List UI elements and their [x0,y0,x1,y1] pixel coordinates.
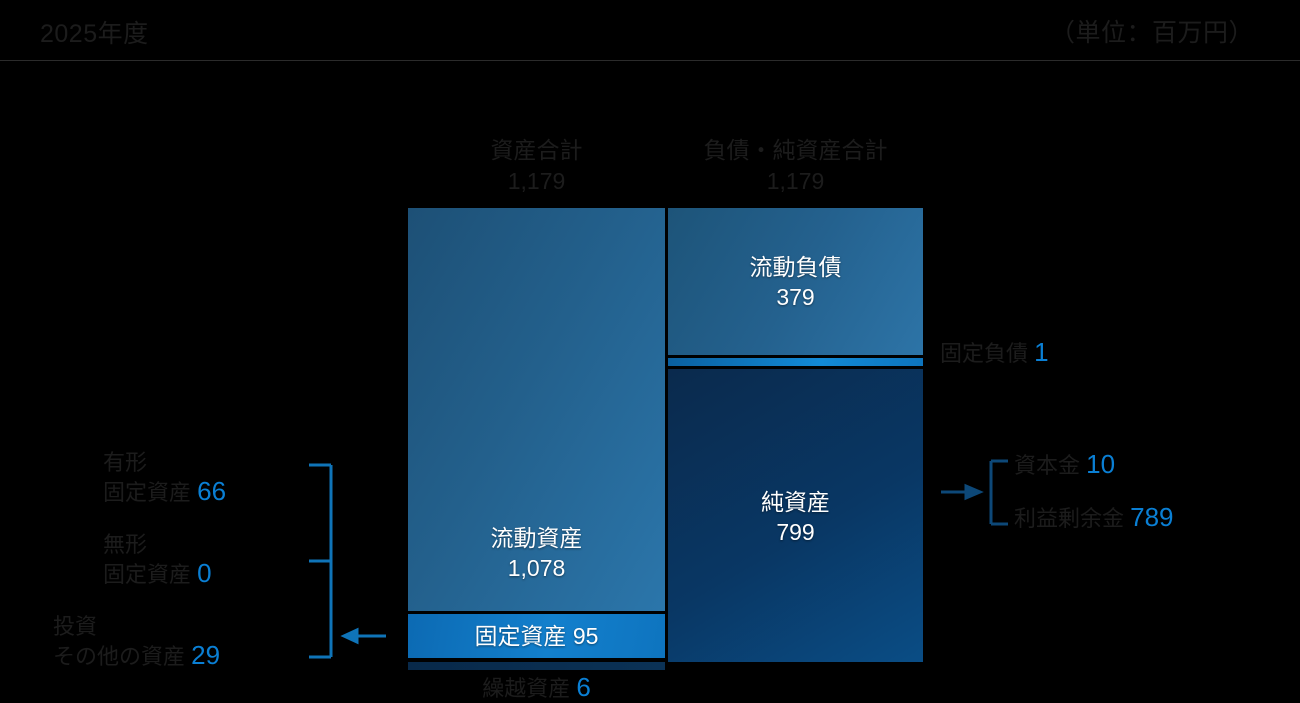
net-assets-value: 799 [776,519,815,545]
right-arrow-icon [941,483,984,501]
retained-earnings-value: 789 [1130,502,1174,532]
segment-deferred-assets[interactable] [408,662,665,670]
unit-note-label: （単位：百万円） [1049,19,1254,47]
fixed-liabilities-label: 固定負債 [940,341,1029,366]
right-bracket-icon [989,459,1008,526]
tangible-fixed-assets-value: 66 [197,476,227,506]
segment-current-liabilities[interactable]: 流動負債 379 [668,208,923,355]
liabilities-equity-total-title: 負債・純資産合計 [703,137,888,163]
deferred-assets-value: 6 [576,672,591,702]
left-bracket-icon [309,463,333,659]
investments-other-assets-value: 29 [191,640,221,670]
liabilities-equity-total-value: 1,179 [766,168,825,194]
page-header: 2025年度 （単位：百万円） [0,0,1300,61]
annotation-retained-earnings: 利益剰余金 789 [1014,503,1174,533]
liabilities-equity-column-heading: 負債・純資産合計 1,179 [668,135,923,197]
segment-fixed-assets[interactable]: 固定資産 95 [408,614,665,658]
segment-fixed-liabilities[interactable] [668,358,923,366]
capital-stock-label: 資本金 [1014,453,1081,478]
annotation-investments-other-assets: 投資 その他の資産 29 [53,612,303,671]
capital-stock-value: 10 [1086,449,1116,479]
annotation-tangible-fixed-assets: 有形 固定資産 66 [103,448,303,507]
current-assets-value: 1,078 [507,555,566,581]
assets-column-heading: 資産合計 1,179 [408,135,665,197]
retained-earnings-label: 利益剰余金 [1014,506,1125,531]
annotation-deferred-assets: 繰越資産 6 [408,673,665,703]
intangible-fixed-assets-line1: 無形 [103,532,148,557]
fiscal-year-label: 2025年度 [40,20,149,48]
segment-current-assets[interactable]: 流動資産 1,078 [408,208,665,611]
current-liabilities-value: 379 [776,284,815,310]
intangible-fixed-assets-line2: 固定資産 [103,562,192,587]
current-assets-labels: 流動資産 1,078 [408,523,665,583]
tangible-fixed-assets-line1: 有形 [103,450,148,475]
investments-other-assets-line1: 投資 [53,614,98,639]
intangible-fixed-assets-value: 0 [197,558,212,588]
fixed-liabilities-value: 1 [1034,337,1049,367]
fixed-assets-label: 固定資産 95 [474,623,599,649]
current-assets-name: 流動資産 [490,525,583,551]
annotation-fixed-liabilities: 固定負債 1 [940,338,1049,368]
net-assets-name: 純資産 [761,489,830,515]
assets-total-value: 1,179 [507,168,566,194]
current-liabilities-labels: 流動負債 379 [668,252,923,312]
deferred-assets-label: 繰越資産 [482,676,571,701]
segment-net-assets[interactable]: 純資産 799 [668,369,923,662]
annotation-capital-stock: 資本金 10 [1014,450,1115,480]
left-arrow-icon [340,627,386,645]
current-liabilities-name: 流動負債 [749,254,842,280]
tangible-fixed-assets-line2: 固定資産 [103,480,192,505]
assets-total-title: 資産合計 [490,137,583,163]
investments-other-assets-line2: その他の資産 [53,644,186,669]
annotation-intangible-fixed-assets: 無形 固定資産 0 [103,530,303,589]
net-assets-labels: 純資産 799 [668,487,923,547]
